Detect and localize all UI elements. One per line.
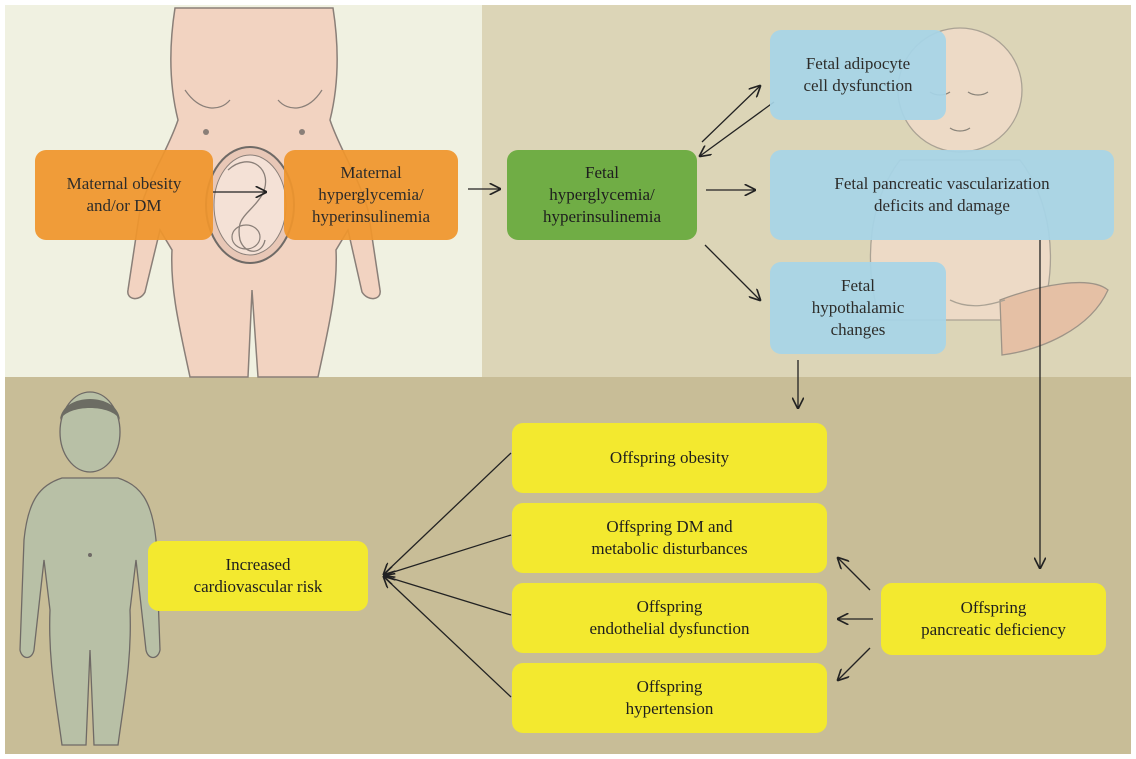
maternal-obesity-box: Maternal obesity and/or DM — [35, 150, 213, 240]
maternal-obesity-label: Maternal obesity and/or DM — [67, 173, 182, 217]
fetal-hypothalamic-box: Fetal hypothalamic changes — [770, 262, 946, 354]
fetal-adipocyte-box: Fetal adipocyte cell dysfunction — [770, 30, 946, 120]
offspring-obesity-label: Offspring obesity — [610, 447, 729, 469]
increased-cv-risk-box: Increased cardiovascular risk — [148, 541, 368, 611]
fetal-hyperglycemia-box: Fetal hyperglycemia/ hyperinsulinemia — [507, 150, 697, 240]
offspring-hypertension-label: Offspring hypertension — [626, 676, 714, 720]
offspring-pancreatic-box: Offspring pancreatic deficiency — [881, 583, 1106, 655]
arrow-obesity-to-cv-risk — [384, 453, 511, 574]
fetal-adipocyte-label: Fetal adipocyte cell dysfunction — [803, 53, 912, 97]
arrow-fetal-to-hypothalamic — [705, 245, 760, 300]
fetal-pancreatic-label: Fetal pancreatic vascularization deficit… — [834, 173, 1049, 217]
arrow-deficiency-to-dm — [838, 558, 870, 590]
arrow-adipocyte-to-fetal — [700, 102, 774, 156]
offspring-endothelial-label: Offspring endothelial dysfunction — [589, 596, 749, 640]
fetal-pancreatic-box: Fetal pancreatic vascularization deficit… — [770, 150, 1114, 240]
offspring-dm-box: Offspring DM and metabolic disturbances — [512, 503, 827, 573]
fetal-hyperglycemia-label: Fetal hyperglycemia/ hyperinsulinemia — [543, 162, 661, 228]
offspring-obesity-box: Offspring obesity — [512, 423, 827, 493]
maternal-hyperglycemia-box: Maternal hyperglycemia/ hyperinsulinemia — [284, 150, 458, 240]
offspring-endothelial-box: Offspring endothelial dysfunction — [512, 583, 827, 653]
increased-cv-risk-label: Increased cardiovascular risk — [194, 554, 323, 598]
offspring-pancreatic-label: Offspring pancreatic deficiency — [921, 597, 1066, 641]
fetal-hypothalamic-label: Fetal hypothalamic changes — [812, 275, 905, 341]
arrow-deficiency-to-hypertension — [838, 648, 870, 680]
offspring-hypertension-box: Offspring hypertension — [512, 663, 827, 733]
maternal-hyperglycemia-label: Maternal hyperglycemia/ hyperinsulinemia — [312, 162, 430, 228]
offspring-dm-label: Offspring DM and metabolic disturbances — [591, 516, 747, 560]
